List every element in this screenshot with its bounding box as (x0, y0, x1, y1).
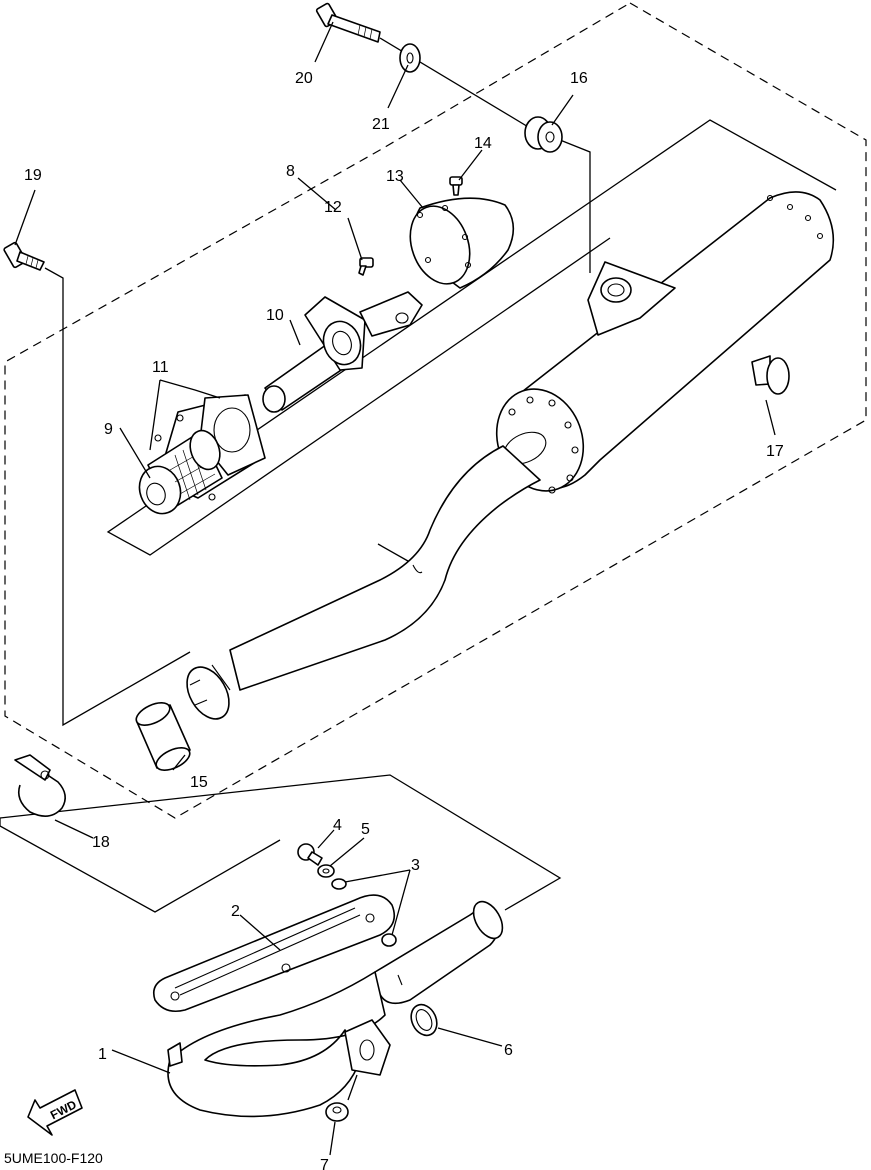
part-1-exhaust-pipe (167, 900, 504, 1118)
part-17-collar (751, 355, 790, 395)
muffler-mount-bracket (587, 261, 676, 336)
part-10-tail-pipe (262, 291, 423, 413)
callout-4: 4 (333, 817, 342, 834)
callout-13: 13 (386, 168, 404, 185)
callout-1: 1 (98, 1046, 107, 1063)
callout-18: 18 (92, 834, 110, 851)
part-21-washer (399, 43, 421, 73)
callout-20: 20 (295, 70, 313, 87)
part-15-sleeve (135, 702, 191, 771)
assembly-8-dashed-outline (4, 2, 867, 819)
callout-21: 21 (372, 116, 390, 133)
part-16-grommet (524, 116, 563, 153)
part-19-bolt (3, 241, 45, 271)
pipe-slotted-end (186, 664, 231, 720)
callout-17: 17 (766, 443, 784, 460)
part-6-gasket (410, 1003, 438, 1037)
exhaust-pipe-frame-line (0, 774, 562, 913)
part-7-nut (325, 1102, 349, 1122)
leader-lines (14, 21, 776, 1156)
callout-9: 9 (104, 421, 113, 438)
callout-11: 11 (152, 359, 169, 376)
callout-12: 12 (324, 199, 342, 216)
part-5-washer (317, 864, 335, 878)
part-18-clamp (14, 754, 66, 817)
callout-10: 10 (266, 307, 284, 324)
part-12-screw (358, 257, 374, 276)
callout-8: 8 (286, 163, 295, 180)
callout-labels: 20 21 16 14 13 8 19 12 10 11 9 17 15 18 … (24, 70, 784, 1170)
part-20-bolt (315, 2, 381, 43)
callout-3: 3 (411, 857, 420, 874)
part-4-bolt (297, 843, 323, 866)
callout-14: 14 (474, 135, 492, 152)
callout-6: 6 (504, 1042, 513, 1059)
diagram-code: 5UME100-F120 (4, 1150, 103, 1166)
fwd-arrow-icon: FWD (27, 1089, 83, 1136)
callout-15: 15 (190, 774, 208, 791)
callout-5: 5 (361, 821, 370, 838)
callout-16: 16 (570, 70, 588, 87)
callout-7: 7 (320, 1157, 329, 1170)
part-13-end-cap (409, 197, 515, 289)
part-2-protector (152, 894, 396, 1013)
part-9-spark-arrester (138, 429, 223, 515)
muffler-inlet-pipe (229, 445, 541, 691)
callout-19: 19 (24, 167, 42, 184)
part-14-screw (449, 176, 463, 196)
callout-2: 2 (231, 903, 240, 920)
bolt-19-leader (44, 267, 191, 727)
part-3-washers (331, 878, 397, 947)
